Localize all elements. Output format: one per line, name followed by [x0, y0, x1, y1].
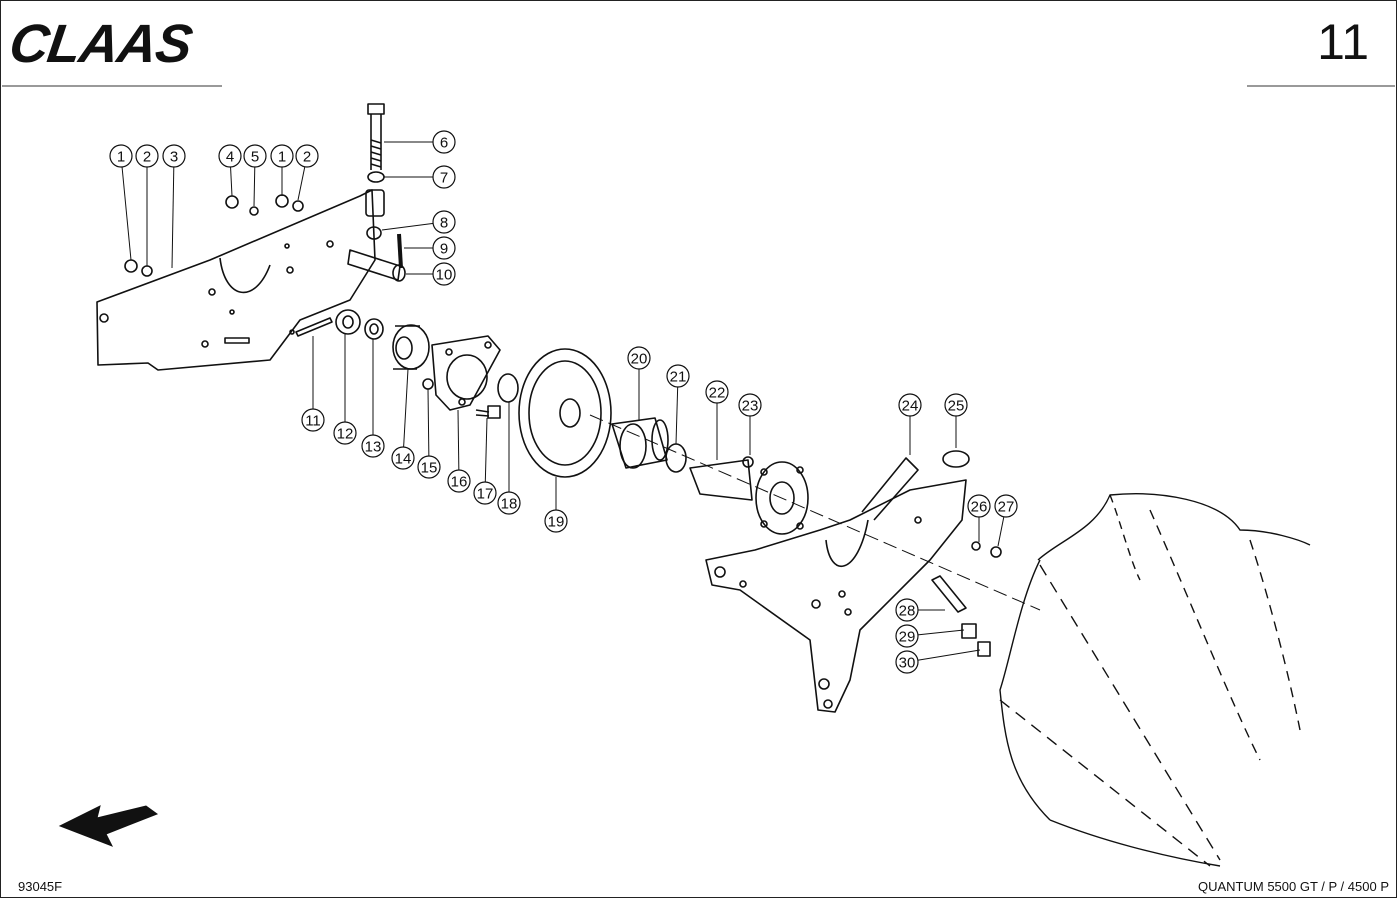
- callout-label: 20: [631, 351, 648, 368]
- callout-28: 28: [895, 598, 945, 622]
- callout-22: 22: [705, 380, 729, 460]
- callout-label: 10: [436, 267, 453, 284]
- callout-27: 27: [994, 494, 1018, 547]
- callout-29: 29: [895, 624, 965, 648]
- callout-label: 14: [395, 451, 412, 468]
- callout-14: 14: [391, 368, 415, 470]
- callout-2: 2: [295, 144, 319, 201]
- callout-9: 9: [404, 236, 456, 260]
- callout-20: 20: [627, 346, 651, 420]
- callout-label: 3: [170, 149, 178, 166]
- callout-label: 22: [709, 385, 726, 402]
- callout-3: 3: [162, 144, 186, 269]
- callout-26: 26: [967, 494, 991, 542]
- callout-8: 8: [381, 210, 456, 234]
- callout-5: 5: [243, 144, 267, 207]
- callout-label: 18: [501, 496, 518, 513]
- callout-18: 18: [497, 402, 521, 515]
- callout-11: 11: [301, 336, 325, 432]
- callout-label: 23: [742, 398, 759, 415]
- model-designation: QUANTUM 5500 GT / P / 4500 P: [1198, 879, 1389, 894]
- direction-arrow: [58, 805, 159, 847]
- callout-17: 17: [473, 417, 497, 505]
- callout-1: 1: [270, 144, 294, 196]
- callout-label: 26: [971, 499, 988, 516]
- callout-label: 11: [305, 413, 321, 430]
- callout-6: 6: [384, 130, 456, 154]
- page-number: 11: [1317, 14, 1369, 70]
- right-side-plate: [705, 479, 967, 713]
- callout-label: 1: [278, 149, 286, 166]
- callout-label: 1: [117, 149, 125, 166]
- callout-13: 13: [361, 339, 385, 458]
- callout-label: 25: [948, 398, 965, 415]
- callout-label: 4: [226, 149, 234, 166]
- callout-25: 25: [944, 393, 968, 448]
- callout-24: 24: [898, 393, 922, 455]
- callout-label: 13: [365, 439, 382, 456]
- callout-1: 1: [109, 144, 133, 261]
- callout-4: 4: [218, 144, 242, 197]
- callout-label: 15: [421, 460, 438, 477]
- callout-19: 19: [544, 477, 568, 533]
- callout-label: 2: [303, 149, 311, 166]
- callout-16: 16: [447, 409, 471, 493]
- callout-label: 8: [440, 215, 448, 232]
- callout-21: 21: [666, 364, 690, 445]
- callout-label: 27: [998, 499, 1015, 516]
- drawing-number: 93045F: [18, 879, 63, 894]
- sprocket-gear: [518, 348, 612, 478]
- callout-label: 29: [899, 629, 916, 646]
- callout-label: 16: [451, 474, 468, 491]
- callout-label: 6: [440, 135, 448, 152]
- callout-30: 30: [895, 649, 981, 674]
- callout-15: 15: [417, 388, 441, 479]
- callout-label: 28: [899, 603, 916, 620]
- callout-label: 24: [902, 398, 919, 415]
- callout-7: 7: [384, 165, 456, 189]
- callout-label: 9: [440, 241, 448, 258]
- callout-label: 17: [477, 486, 494, 503]
- callout-label: 12: [337, 426, 354, 443]
- left-side-plate: [96, 189, 376, 371]
- callout-label: 5: [251, 149, 259, 166]
- callout-label: 21: [670, 369, 687, 386]
- callout-2: 2: [135, 144, 159, 266]
- callout-label: 7: [440, 170, 448, 187]
- callout-10: 10: [406, 262, 456, 286]
- callout-label: 2: [143, 149, 151, 166]
- callout-label: 19: [548, 514, 565, 531]
- callout-12: 12: [333, 334, 357, 445]
- callout-label: 30: [899, 655, 916, 672]
- callout-23: 23: [738, 393, 762, 455]
